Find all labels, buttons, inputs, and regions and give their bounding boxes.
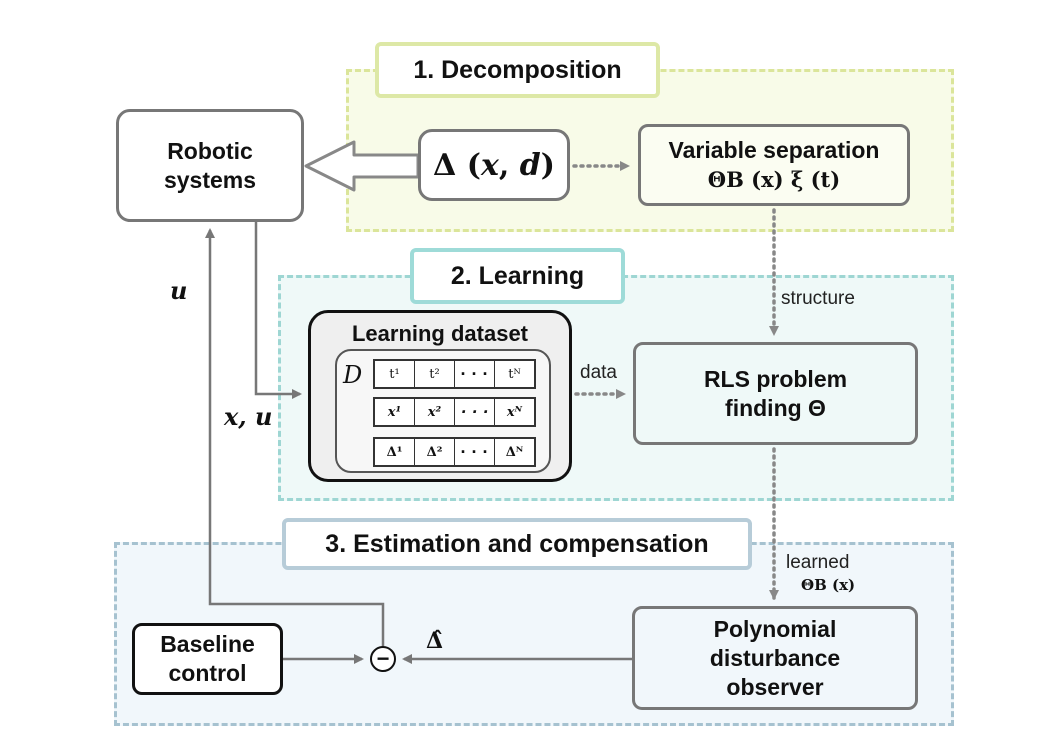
dataset-cell: x² xyxy=(415,399,455,425)
learning-dataset-node: Learning dataset D t¹ t² · · · tᴺ x¹ x² … xyxy=(308,310,572,482)
observer-line3: observer xyxy=(726,673,824,700)
learned-formula-label: ΘB (x) xyxy=(801,576,856,594)
disturbance-pre: Δ ( xyxy=(433,147,481,183)
rls-problem-line1: RLS problem xyxy=(703,365,848,392)
learned-label: learned xyxy=(786,552,850,573)
disturbance-sep: , xyxy=(498,147,520,183)
dataset-cell: tᴺ xyxy=(508,366,521,382)
control-input-label: u xyxy=(170,276,188,305)
dataset-cell: · · · xyxy=(455,361,495,387)
estimated-disturbance-label: Δ̂ xyxy=(426,628,444,654)
dataset-cell: Δ¹ xyxy=(375,439,415,465)
dataset-cell: xᴺ xyxy=(506,404,523,420)
disturbance-d: d xyxy=(519,147,541,183)
dataset-cell: · · · xyxy=(455,439,495,465)
dataset-cell: t¹ xyxy=(375,361,415,387)
learning-title: 2. Learning xyxy=(410,248,625,304)
robot-to-dataset-link xyxy=(254,222,302,399)
data-label: data xyxy=(580,362,617,383)
rls-problem-line2: finding Θ xyxy=(725,394,826,421)
observer-line2: disturbance xyxy=(709,644,841,671)
disturbance-node: Δ (x, d) xyxy=(418,129,570,201)
variable-separation-title: Variable separation xyxy=(668,137,880,163)
robotic-systems-node: Robotic systems xyxy=(116,109,304,222)
junction-to-robot-link xyxy=(205,228,385,646)
dataset-table: D t¹ t² · · · tᴺ x¹ x² · · · xᴺ Δ¹ Δ² · … xyxy=(335,349,551,473)
dataset-symbol: D xyxy=(343,361,363,389)
rls-problem-node: RLS problem finding Θ xyxy=(633,342,918,445)
dataset-cell: Δᴺ xyxy=(505,444,524,460)
dataset-cell: x¹ xyxy=(375,399,415,425)
structure-label: structure xyxy=(781,288,855,309)
state-input-label: x, u xyxy=(224,402,273,431)
robotic-systems-line1: Robotic xyxy=(167,137,253,164)
decomposition-title: 1. Decomposition xyxy=(375,42,660,98)
dataset-cell: Δ² xyxy=(415,439,455,465)
disturbance-to-robot-arrow xyxy=(304,140,420,192)
dataset-row-time: t¹ t² · · · tᴺ xyxy=(373,359,536,389)
disturbance-post: ) xyxy=(540,147,555,183)
robotic-systems-line2: systems xyxy=(163,166,257,193)
dataset-cell: t² xyxy=(415,361,455,387)
baseline-line2: control xyxy=(168,660,247,686)
baseline-control-node: Baseline control xyxy=(132,623,283,695)
disturbance-formula: Δ (x, d) xyxy=(433,147,555,183)
disturbance-x: x xyxy=(480,147,499,183)
dataset-cell: · · · xyxy=(455,399,495,425)
dataset-row-state: x¹ x² · · · xᴺ xyxy=(373,397,536,427)
variable-separation-node: Variable separation ΘB (x) ξ (t) xyxy=(638,124,910,206)
baseline-line1: Baseline xyxy=(160,631,255,657)
dataset-row-disturbance: Δ¹ Δ² · · · Δᴺ xyxy=(373,437,536,467)
observer-line1: Polynomial xyxy=(713,615,837,642)
learning-dataset-title: Learning dataset xyxy=(351,321,529,346)
sum-junction: − xyxy=(370,646,396,672)
variable-separation-formula: ΘB (x) ξ (t) xyxy=(707,167,841,192)
estimation-title: 3. Estimation and compensation xyxy=(282,518,752,570)
polynomial-observer-node: Polynomial disturbance observer xyxy=(632,606,918,710)
